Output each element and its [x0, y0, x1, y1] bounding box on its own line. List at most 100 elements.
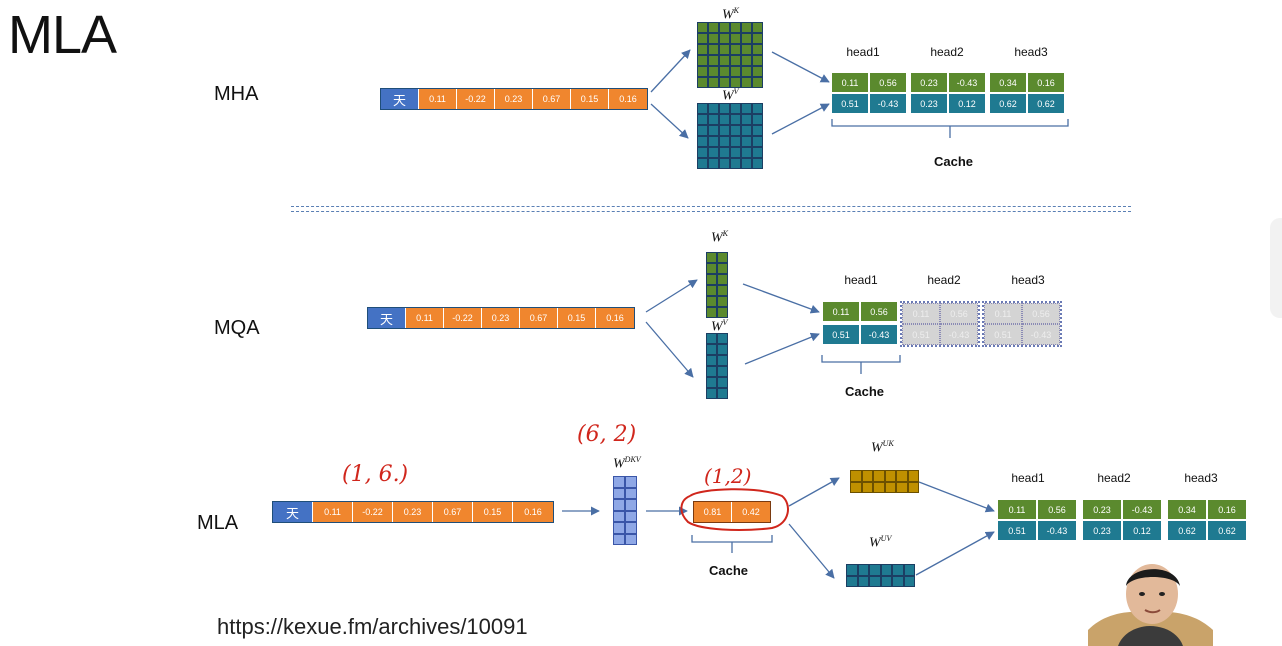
matrix-cell	[717, 274, 728, 285]
matrix-cell	[752, 147, 763, 158]
mha-head2-label: head2	[930, 45, 964, 59]
mqa-head-3-shared: 0.11 0.56 0.51 -0.43	[982, 301, 1062, 347]
matrix-cell	[752, 33, 763, 44]
token-value: 0.16	[513, 502, 553, 522]
mha-kv-cache: 0.11 0.56 0.51 -0.43 0.23 -0.43 0.23 0.1…	[831, 72, 1065, 114]
matrix-cell	[717, 366, 728, 377]
matrix-cell	[708, 158, 719, 169]
mla-head1-label: head1	[1011, 471, 1045, 485]
mla-head3-label: head3	[1184, 471, 1218, 485]
shared-key-cell: 0.11	[902, 303, 940, 324]
token-value: -0.22	[353, 502, 393, 522]
matrix-cell	[896, 481, 908, 493]
matrix-cell	[861, 481, 873, 493]
mha-head3-label: head3	[1014, 45, 1048, 59]
mha-label: MHA	[214, 83, 259, 105]
shared-value-cell: -0.43	[1022, 324, 1060, 345]
matrix-cell	[850, 470, 862, 482]
shared-value-cell: 0.51	[902, 324, 940, 345]
token-value: 0.67	[433, 502, 473, 522]
mqa-kv-cache: 0.11 0.56 0.51 -0.43 0.11 0.56 0.51 -0.4…	[822, 301, 1062, 347]
key-cell: 0.23	[1082, 499, 1122, 520]
matrix-cell	[719, 66, 730, 77]
mha-head1-label: head1	[846, 45, 880, 59]
mha-head-2: 0.23 -0.43 0.23 0.12	[910, 72, 986, 114]
matrix-cell	[706, 274, 717, 285]
matrix-cell	[697, 33, 708, 44]
token-value: 0.11	[406, 308, 444, 328]
value-cell: 0.62	[1167, 520, 1207, 541]
matrix-cell	[706, 344, 717, 355]
matrix-cell	[752, 103, 763, 114]
token-value: 0.67	[533, 89, 571, 109]
matrix-cell	[730, 147, 741, 158]
token-value: -0.22	[457, 89, 495, 109]
mqa-head1-label: head1	[844, 273, 878, 287]
matrix-cell	[730, 158, 741, 169]
matrix-cell	[884, 470, 896, 482]
mqa-wv-matrix	[706, 333, 728, 399]
matrix-cell	[706, 333, 717, 344]
shared-key-cell: 0.56	[940, 303, 978, 324]
matrix-cell	[719, 103, 730, 114]
mla-token-vector: 天 0.11 -0.22 0.23 0.67 0.15 0.16	[272, 501, 554, 523]
matrix-cell	[697, 147, 708, 158]
token-value: -0.22	[444, 308, 482, 328]
mla-head2-label: head2	[1097, 471, 1131, 485]
mha-wv-label: WV	[722, 87, 739, 104]
matrix-cell	[613, 522, 625, 534]
matrix-cell	[903, 575, 915, 587]
matrix-cell	[613, 510, 625, 522]
mqa-token-vector: 天 0.11 -0.22 0.23 0.67 0.15 0.16	[367, 307, 635, 329]
matrix-cell	[741, 22, 752, 33]
key-cell: 0.34	[1167, 499, 1207, 520]
matrix-cell	[892, 575, 904, 587]
matrix-cell	[741, 158, 752, 169]
mla-latent-vector: 0.81 0.42	[693, 501, 771, 523]
matrix-cell	[719, 22, 730, 33]
matrix-cell	[730, 125, 741, 136]
matrix-cell	[708, 77, 719, 88]
key-cell: 0.11	[822, 301, 860, 322]
matrix-cell	[730, 44, 741, 55]
arrow	[645, 321, 694, 378]
matrix-cell	[752, 44, 763, 55]
mla-wuv-label: WUV	[869, 534, 892, 551]
matrix-cell	[719, 77, 730, 88]
matrix-cell	[708, 55, 719, 66]
matrix-cell	[625, 522, 637, 534]
arrow	[788, 523, 835, 579]
mqa-cache-bracket	[821, 355, 901, 374]
source-url: https://kexue.fm/archives/10091	[217, 614, 528, 639]
mha-cache-label: Cache	[934, 154, 974, 169]
matrix-cell	[625, 533, 637, 545]
matrix-cell	[752, 158, 763, 169]
matrix-cell	[846, 575, 858, 587]
token-value: 0.15	[571, 89, 609, 109]
matrix-cell	[869, 564, 881, 576]
matrix-cell	[708, 22, 719, 33]
mqa-wv-label: WV	[711, 318, 728, 335]
shared-key-cell: 0.11	[984, 303, 1022, 324]
matrix-cell	[697, 77, 708, 88]
matrix-cell	[719, 114, 730, 125]
mqa-head3-label: head3	[1011, 273, 1045, 287]
mla-cache-label: Cache	[709, 563, 749, 578]
matrix-cell	[741, 147, 752, 158]
matrix-cell	[857, 575, 869, 587]
value-cell: 0.62	[1027, 93, 1065, 114]
side-panel-handle[interactable]	[1270, 218, 1282, 318]
mla-head-3: 0.34 0.16 0.62 0.62	[1167, 499, 1247, 541]
token-value: 0.23	[393, 502, 433, 522]
matrix-cell	[741, 44, 752, 55]
arrow	[771, 103, 830, 135]
matrix-cell	[741, 114, 752, 125]
key-cell: 0.23	[910, 72, 948, 93]
token-char: 天	[273, 502, 313, 522]
matrix-cell	[717, 333, 728, 344]
key-cell: 0.56	[1037, 499, 1077, 520]
arrow	[742, 283, 820, 314]
matrix-cell	[717, 388, 728, 399]
matrix-cell	[708, 114, 719, 125]
mqa-wk-matrix	[706, 252, 728, 318]
